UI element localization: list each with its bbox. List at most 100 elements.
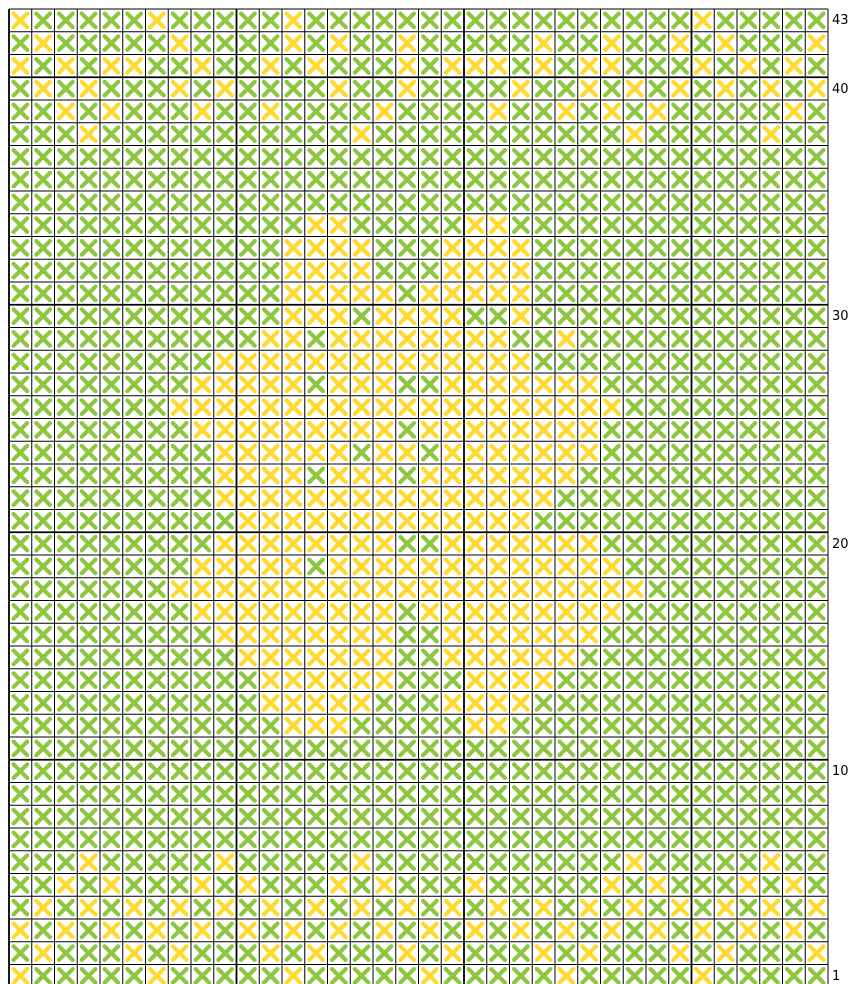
stitch-yellow xyxy=(464,532,487,555)
stitch-green xyxy=(168,646,191,669)
stitch-green xyxy=(441,168,464,191)
stitch-yellow xyxy=(487,692,510,715)
stitch-green xyxy=(123,851,146,874)
stitch-yellow xyxy=(305,646,328,669)
stitch-green xyxy=(32,350,55,373)
stitch-green xyxy=(214,9,237,32)
stitch-yellow xyxy=(282,965,305,984)
stitch-green xyxy=(623,510,646,533)
stitch-green xyxy=(760,805,783,828)
stitch-green xyxy=(9,214,32,237)
stitch-green xyxy=(123,396,146,419)
stitch-yellow xyxy=(441,487,464,510)
stitch-green xyxy=(737,259,760,282)
stitch-green xyxy=(237,146,260,169)
stitch-green xyxy=(123,646,146,669)
stitch-green xyxy=(419,714,442,737)
stitch-yellow xyxy=(441,646,464,669)
stitch-yellow xyxy=(601,919,624,942)
stitch-green xyxy=(32,464,55,487)
stitch-green xyxy=(692,32,715,55)
stitch-green xyxy=(692,123,715,146)
stitch-yellow xyxy=(441,510,464,533)
stitch-green xyxy=(737,441,760,464)
stitch-green xyxy=(623,464,646,487)
stitch-green xyxy=(100,32,123,55)
stitch-green xyxy=(555,714,578,737)
stitch-green xyxy=(601,942,624,965)
stitch-green xyxy=(646,373,669,396)
stitch-yellow xyxy=(146,965,169,984)
stitch-green xyxy=(692,828,715,851)
stitch-green xyxy=(259,9,282,32)
stitch-green xyxy=(214,191,237,214)
stitch-yellow xyxy=(214,487,237,510)
stitch-green xyxy=(760,396,783,419)
stitch-green xyxy=(191,805,214,828)
stitch-yellow xyxy=(487,464,510,487)
stitch-green xyxy=(146,350,169,373)
stitch-green xyxy=(760,100,783,123)
stitch-green xyxy=(373,737,396,760)
stitch-green xyxy=(373,55,396,78)
stitch-yellow xyxy=(237,510,260,533)
stitch-green xyxy=(760,578,783,601)
stitch-green xyxy=(9,737,32,760)
stitch-green xyxy=(601,282,624,305)
stitch-green xyxy=(487,146,510,169)
stitch-yellow xyxy=(555,555,578,578)
stitch-green xyxy=(646,464,669,487)
stitch-green xyxy=(623,965,646,984)
stitch-green xyxy=(737,532,760,555)
stitch-green xyxy=(32,100,55,123)
stitch-yellow xyxy=(191,373,214,396)
stitch-green xyxy=(669,237,692,260)
stitch-yellow xyxy=(464,55,487,78)
stitch-yellow xyxy=(396,77,419,100)
stitch-green xyxy=(646,646,669,669)
stitch-yellow xyxy=(532,441,555,464)
stitch-green xyxy=(191,851,214,874)
stitch-green xyxy=(487,965,510,984)
stitch-yellow xyxy=(237,555,260,578)
stitch-green xyxy=(760,9,783,32)
stitch-green xyxy=(464,896,487,919)
stitch-green xyxy=(737,623,760,646)
stitch-green xyxy=(623,737,646,760)
stitch-yellow xyxy=(373,487,396,510)
stitch-green xyxy=(692,783,715,806)
stitch-yellow xyxy=(373,555,396,578)
stitch-yellow xyxy=(419,510,442,533)
stitch-green xyxy=(783,714,806,737)
stitch-yellow xyxy=(510,692,533,715)
stitch-green xyxy=(100,441,123,464)
stitch-yellow xyxy=(783,55,806,78)
stitch-green xyxy=(737,487,760,510)
stitch-green xyxy=(146,214,169,237)
stitch-green xyxy=(646,555,669,578)
stitch-yellow xyxy=(100,874,123,897)
stitch-green xyxy=(168,419,191,442)
stitch-green xyxy=(623,487,646,510)
stitch-green xyxy=(737,714,760,737)
stitch-green xyxy=(805,146,828,169)
stitch-yellow xyxy=(373,328,396,351)
stitch-yellow xyxy=(555,419,578,442)
stitch-green xyxy=(237,760,260,783)
stitch-green xyxy=(623,919,646,942)
stitch-green xyxy=(237,123,260,146)
stitch-yellow xyxy=(350,373,373,396)
stitch-green xyxy=(146,874,169,897)
stitch-green xyxy=(419,55,442,78)
stitch-green xyxy=(737,578,760,601)
stitch-yellow xyxy=(464,328,487,351)
stitch-green xyxy=(77,146,100,169)
stitch-green xyxy=(396,123,419,146)
stitch-green xyxy=(510,123,533,146)
stitch-yellow xyxy=(282,487,305,510)
stitch-yellow xyxy=(441,350,464,373)
stitch-green xyxy=(191,214,214,237)
stitch-green xyxy=(532,168,555,191)
stitch-green xyxy=(100,168,123,191)
stitch-green xyxy=(168,9,191,32)
